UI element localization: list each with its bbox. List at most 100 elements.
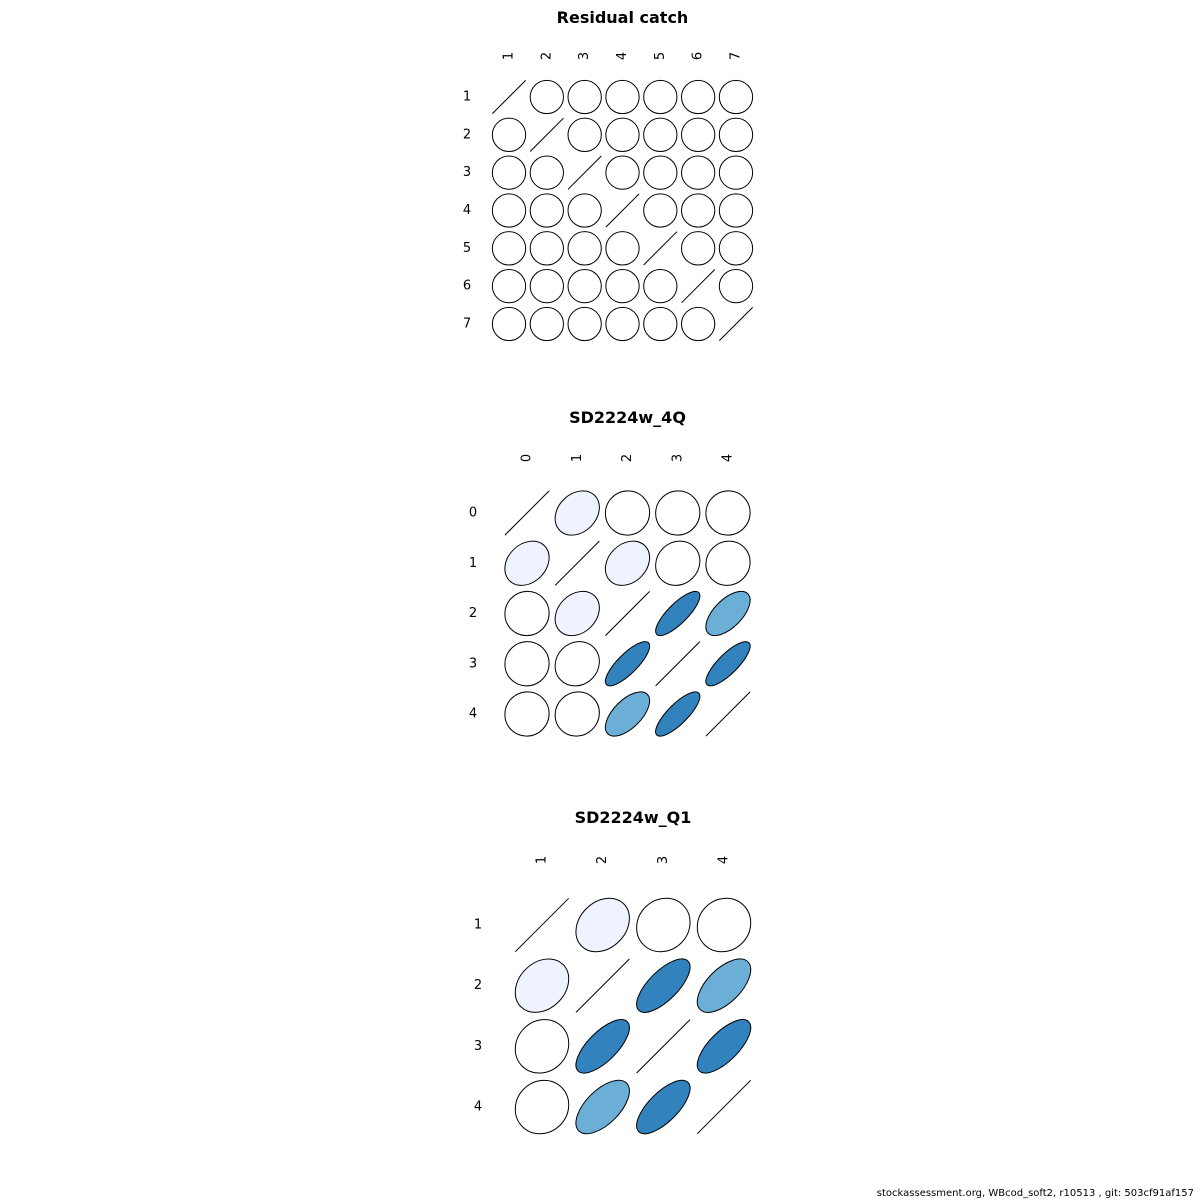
correlation-ellipse	[696, 958, 752, 1013]
correlation-ellipse	[504, 540, 550, 586]
diagonal-line	[643, 231, 678, 266]
diagonal-line	[605, 193, 640, 228]
column-label: 1	[502, 52, 517, 60]
row-label: 2	[474, 978, 482, 993]
diagonal-line	[718, 306, 753, 341]
correlation-ellipse	[604, 540, 651, 586]
correlation-ellipse	[681, 306, 716, 342]
correlation-ellipse	[554, 641, 600, 687]
correlation-ellipse	[605, 117, 640, 152]
correlation-ellipse	[718, 155, 754, 190]
correlation-ellipse	[636, 897, 691, 953]
diagonal-line	[681, 269, 716, 304]
diagonal-line	[567, 155, 602, 190]
correlation-ellipse	[554, 490, 600, 536]
correlation-ellipse	[718, 117, 754, 152]
correlation-ellipse	[655, 540, 701, 586]
correlation-ellipse	[643, 155, 678, 190]
column-label: 2	[595, 856, 610, 864]
column-label: 7	[728, 52, 743, 60]
correlation-ellipse	[643, 117, 678, 152]
correlation-ellipse	[655, 691, 701, 737]
correlation-ellipse	[514, 1019, 570, 1074]
row-label: 4	[474, 1100, 482, 1115]
diagonal-line	[492, 80, 526, 114]
diagonal-line	[514, 897, 570, 953]
correlation-ellipse	[605, 155, 640, 190]
correlation-ellipse	[718, 231, 754, 266]
row-label: 2	[469, 606, 477, 621]
column-label: 5	[653, 52, 668, 60]
row-label: 1	[469, 556, 477, 571]
correlation-ellipse	[491, 155, 527, 190]
diagonal-line	[605, 591, 650, 636]
row-label: 1	[474, 918, 482, 933]
correlation-ellipse	[514, 958, 570, 1013]
column-label: 4	[717, 856, 732, 864]
column-label: 6	[691, 52, 706, 60]
correlation-ellipse	[529, 231, 564, 266]
correlation-ellipse	[605, 306, 640, 342]
correlation-ellipse	[575, 1019, 630, 1074]
correlation-ellipse	[681, 117, 716, 152]
correlation-ellipse	[604, 490, 651, 536]
correlation-ellipse	[705, 490, 751, 536]
row-label: 3	[474, 1039, 482, 1054]
correlation-ellipse	[529, 155, 564, 190]
correlation-ellipse	[491, 268, 527, 304]
correlation-ellipse	[491, 231, 527, 266]
diagonal-line	[705, 691, 751, 737]
correlation-ellipse	[681, 79, 716, 115]
correlation-ellipse	[696, 1019, 752, 1074]
correlation-ellipse	[567, 79, 602, 115]
diagonal-line	[636, 1019, 691, 1074]
row-label: 7	[463, 316, 471, 331]
chart-title: SD2224w_4Q	[569, 408, 686, 427]
row-label: 2	[463, 127, 471, 142]
column-label: 0	[520, 454, 535, 462]
correlation-ellipse	[718, 79, 754, 115]
diagonal-line	[655, 641, 701, 687]
correlation-ellipse	[504, 641, 550, 687]
correlation-ellipse	[643, 79, 678, 115]
row-label: 0	[469, 506, 477, 521]
correlation-ellipse	[567, 269, 602, 304]
correlation-ellipse	[567, 306, 602, 342]
correlation-ellipse	[529, 269, 564, 304]
correlation-ellipse	[575, 897, 630, 953]
column-label: 1	[570, 454, 585, 462]
correlation-ellipse	[636, 1079, 691, 1135]
row-label: 4	[469, 707, 477, 722]
correlation-ellipse	[491, 306, 527, 342]
correlation-ellipse	[514, 1079, 570, 1135]
column-label: 2	[620, 454, 635, 462]
correlation-ellipse	[718, 269, 754, 304]
column-label: 3	[670, 454, 685, 462]
column-label: 3	[656, 856, 671, 864]
correlation-ellipse	[491, 193, 527, 228]
correlation-ellipse	[554, 691, 600, 737]
correlation-ellipse	[636, 958, 691, 1013]
column-label: 2	[539, 52, 554, 60]
diagonal-line	[696, 1079, 752, 1135]
correlation-ellipse	[504, 590, 550, 637]
correlation-ellipse	[643, 306, 678, 342]
chart-title: Residual catch	[557, 8, 689, 27]
footer-credit: stockassessment.org, WBcod_soft2, r10513…	[876, 1188, 1194, 1199]
row-label: 1	[463, 90, 471, 105]
correlation-ellipse	[604, 691, 651, 737]
correlation-ellipse	[705, 590, 751, 637]
correlation-ellipse	[643, 269, 678, 304]
correlation-ellipse	[567, 231, 602, 266]
chart-title: SD2224w_Q1	[575, 808, 692, 827]
correlation-ellipse	[605, 269, 640, 304]
correlation-ellipse	[696, 897, 752, 953]
diagonal-line	[529, 117, 564, 152]
correlation-ellipse	[605, 231, 640, 266]
correlation-ellipse	[681, 231, 716, 266]
correlation-ellipse	[529, 193, 564, 228]
correlation-ellipse	[681, 155, 716, 190]
row-label: 3	[463, 165, 471, 180]
